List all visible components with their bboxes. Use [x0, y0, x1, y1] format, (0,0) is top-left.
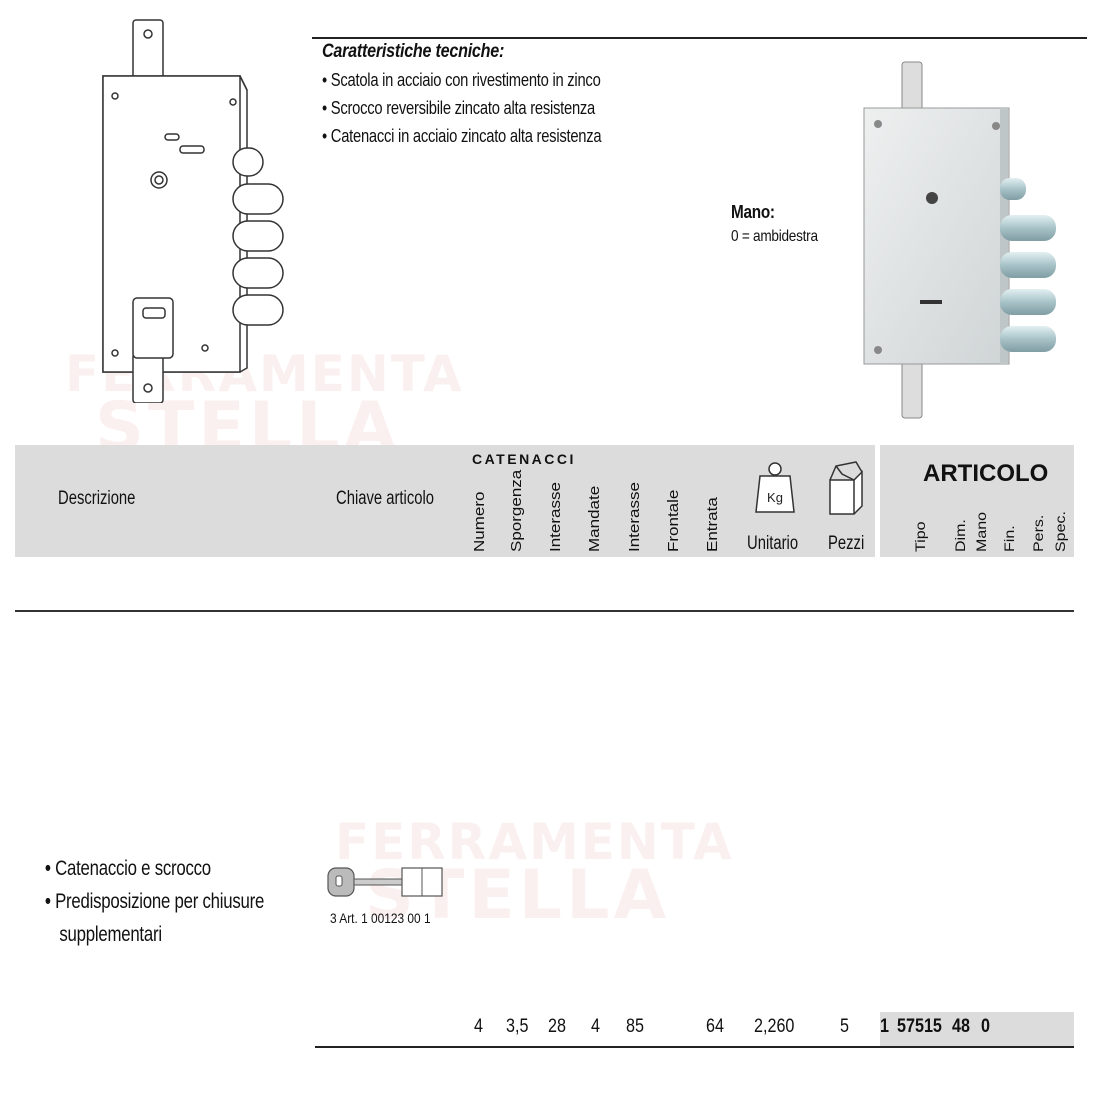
lock-photo-image — [863, 61, 1056, 419]
cell-pezzi: 5 — [840, 1016, 849, 1037]
feature-item: Catenacci in acciaio zincato alta resist… — [322, 122, 602, 150]
cell-unitario: 2,260 — [754, 1016, 795, 1037]
header-articolo: ARTICOLO — [923, 460, 1049, 487]
watermark-bottom-line1: FERRAMENTA — [335, 813, 734, 871]
header-col-numero: Numero — [471, 491, 488, 552]
feature-item: Scrocco reversibile zincato alta resiste… — [322, 94, 601, 122]
header-col-sporgenza: Sporgenza — [508, 469, 525, 552]
cell-entrata: 64 — [706, 1016, 724, 1037]
header-descrizione: Descrizione — [58, 488, 136, 509]
package-box-icon — [829, 461, 863, 515]
header-col-frontale: Frontale — [665, 489, 682, 552]
cell-sporgenza: 3,5 — [506, 1016, 529, 1037]
feature-item: Scatola in acciaio con rivestimento in z… — [322, 66, 601, 94]
header-col-fin: Fin. — [1003, 525, 1018, 552]
cell-tipo: 1 — [880, 1016, 889, 1037]
features-top-rule — [312, 37, 1087, 39]
header-col-entrata: Entrata — [704, 497, 721, 552]
mano-value: 0 = ambidestra — [731, 228, 818, 245]
lock-drawing-image — [102, 19, 284, 403]
header-col-interasse-2: Interasse — [626, 482, 643, 552]
weight-kg-icon: Kg — [755, 462, 795, 513]
key-icon — [327, 867, 443, 897]
cell-codice: 57515 — [897, 1016, 942, 1037]
header-catenacci-group: CATENACCI — [472, 451, 576, 467]
features-list: Scatola in acciaio con rivestimento in z… — [322, 66, 602, 150]
header-chiave-articolo: Chiave articolo — [336, 488, 435, 509]
key-article-label: 3 Art. 1 00123 00 1 — [330, 910, 431, 926]
section-divider — [15, 610, 1074, 612]
product-notes-list: • Catenaccio e scrocco • Predisposizione… — [45, 852, 299, 951]
header-col-interasse: Interasse — [547, 482, 564, 552]
cell-mandate: 4 — [591, 1016, 600, 1037]
cell-numero: 4 — [474, 1016, 483, 1037]
header-unitario: Unitario — [747, 533, 799, 554]
note-item: • Catenaccio e scrocco — [45, 857, 211, 880]
table-header-band — [15, 445, 875, 557]
weight-icon-label: Kg — [767, 490, 783, 505]
cell-interasse: 28 — [548, 1016, 566, 1037]
cell-interasse-2: 85 — [626, 1016, 644, 1037]
header-col-pers: Pers. — [1032, 514, 1047, 552]
header-pezzi: Pezzi — [828, 533, 865, 554]
header-col-tipo: Tipo — [914, 521, 929, 552]
features-title: Caratteristiche tecniche: — [322, 41, 505, 62]
articolo-row-shade — [880, 1012, 1074, 1046]
note-item: • Predisposizione per chiusure supplemen… — [45, 890, 265, 946]
header-col-spec: Spec. — [1054, 511, 1069, 552]
header-col-dim: Dim. — [954, 519, 969, 552]
row-bottom-rule — [315, 1046, 1074, 1048]
cell-mano: 0 — [981, 1016, 990, 1037]
mano-title: Mano: — [731, 202, 775, 222]
header-col-mano: Mano — [975, 511, 990, 552]
header-col-mandate: Mandate — [586, 485, 603, 552]
cell-dim: 48 — [952, 1016, 970, 1037]
articolo-header-band — [880, 445, 1074, 557]
